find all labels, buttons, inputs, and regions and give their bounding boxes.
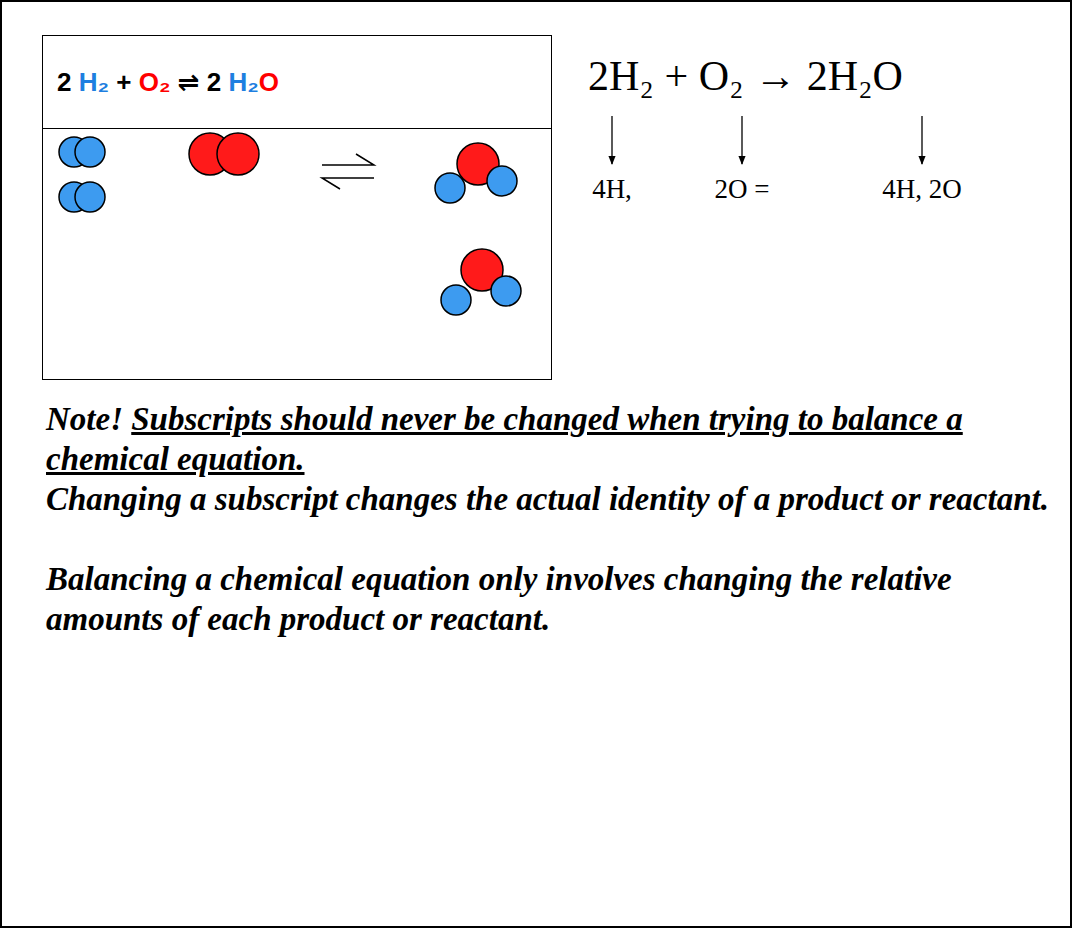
hydrogen-atom bbox=[435, 173, 465, 203]
atom-count: 4H, 2O bbox=[882, 174, 962, 205]
hydrogen-atom bbox=[441, 285, 471, 315]
atom-count: 4H, bbox=[592, 174, 632, 205]
note-paragraph: Balancing a chemical equation only invol… bbox=[46, 559, 1056, 639]
note-label: Note! bbox=[46, 401, 123, 437]
note-text: Balancing a chemical equation only invol… bbox=[46, 561, 952, 637]
atom-count: 2O = bbox=[715, 174, 770, 205]
hydrogen-atom bbox=[491, 276, 521, 306]
balanced-equation: 2H₂ + O₂ → 2H₂O bbox=[588, 52, 903, 100]
forward-half-arrow bbox=[322, 154, 374, 165]
reverse-half-arrow bbox=[322, 178, 374, 189]
hydrogen-atom bbox=[75, 137, 105, 167]
oxygen-atom bbox=[217, 133, 259, 175]
note-paragraph: Note!Subscripts should never be changed … bbox=[46, 399, 1056, 479]
equilibrium-arrows bbox=[322, 154, 374, 189]
down-arrow bbox=[921, 116, 922, 164]
down-arrow bbox=[611, 116, 612, 164]
count-arrows bbox=[612, 116, 922, 164]
note-text: Changing a subscript changes the actual … bbox=[46, 481, 1049, 517]
down-arrow bbox=[741, 116, 742, 164]
note-paragraph: Changing a subscript changes the actual … bbox=[46, 479, 1056, 519]
equation-header: 2 H₂ + O₂ ⇌ 2 H₂O bbox=[43, 36, 551, 129]
molecule-illustration bbox=[59, 133, 521, 315]
note-rule: Subscripts should never be changed when … bbox=[46, 401, 963, 477]
reaction-box: 2 H₂ + O₂ ⇌ 2 H₂O bbox=[42, 35, 552, 380]
hydrogen-atom bbox=[75, 182, 105, 212]
hydrogen-atom bbox=[487, 166, 517, 196]
